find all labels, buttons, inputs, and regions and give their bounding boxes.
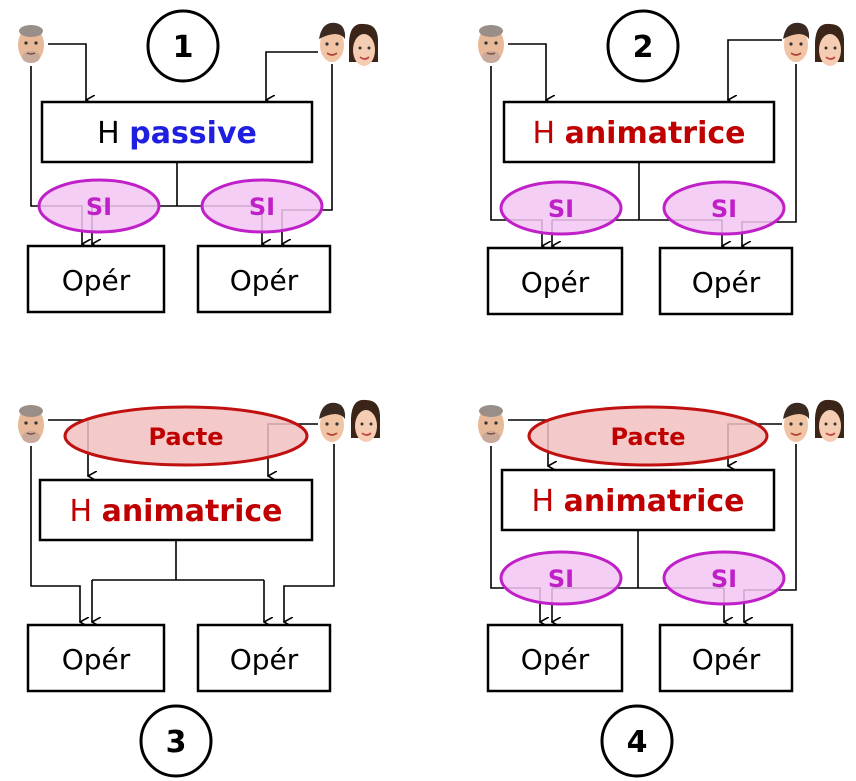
man-face-icon <box>477 24 505 64</box>
panel-number: 4 <box>627 725 648 760</box>
oper-label: Opér <box>230 643 299 676</box>
young-man-face-icon <box>318 22 346 63</box>
panel-number: 2 <box>633 30 654 65</box>
panel-number-badge: 1 <box>146 9 220 83</box>
panel-2: 2 H animatrice SI SI Opér Opér <box>477 9 845 316</box>
si-ellipse-left: SI <box>499 180 623 236</box>
oper-box-left <box>26 244 166 314</box>
si-label: SI <box>711 565 737 593</box>
oper-box-right <box>196 244 332 314</box>
woman-face-icon <box>348 23 379 67</box>
si-ellipse-right: SI <box>662 550 786 606</box>
si-label: SI <box>86 193 112 221</box>
woman-face-icon <box>350 399 381 443</box>
woman-face-icon <box>814 23 845 67</box>
panel-4: Pacte H animatrice SI SI Opér Opér 4 <box>477 399 845 778</box>
pacte-label: Pacte <box>610 423 685 451</box>
oper-label: Opér <box>230 264 299 297</box>
h-box-label: H animatrice <box>532 116 745 151</box>
oper-box-left <box>486 246 624 316</box>
panel-3: Pacte H animatrice Opér Opér 3 <box>17 399 381 778</box>
oper-box-right <box>658 246 794 316</box>
oper-label: Opér <box>521 643 590 676</box>
si-label: SI <box>711 195 737 223</box>
connector-arrow <box>508 43 546 100</box>
young-man-face-icon <box>782 401 810 443</box>
h-prefix: H <box>69 494 92 529</box>
si-label: SI <box>249 193 275 221</box>
pacte-ellipse: Pacte <box>63 405 309 467</box>
oper-label: Opér <box>521 266 590 299</box>
panel-1: 1 H passive SI SI Opér Op <box>17 9 379 314</box>
si-ellipse-left: SI <box>37 178 161 234</box>
connector-arrow <box>284 444 335 622</box>
si-ellipse-left: SI <box>499 550 623 606</box>
oper-label: Opér <box>692 266 761 299</box>
young-man-face-icon <box>318 401 346 443</box>
panel-number: 3 <box>166 725 187 760</box>
h-prefix: H <box>532 116 555 151</box>
h-word: animatrice <box>564 484 745 519</box>
connector-arrow <box>728 39 782 100</box>
man-face-icon <box>17 24 45 64</box>
oper-box-left <box>486 623 624 693</box>
h-box-label: H animatrice <box>69 494 282 529</box>
panel-number-badge: 4 <box>600 704 674 778</box>
h-box-label: H animatrice <box>531 484 744 519</box>
si-ellipse-right: SI <box>662 180 786 236</box>
h-box <box>38 478 314 542</box>
h-box <box>500 468 776 532</box>
si-label: SI <box>548 195 574 223</box>
man-face-icon <box>17 404 45 444</box>
pacte-label: Pacte <box>148 423 223 451</box>
oper-box-right <box>196 623 332 693</box>
si-ellipse-right: SI <box>200 178 324 234</box>
h-box <box>502 100 776 164</box>
young-man-face-icon <box>782 22 810 63</box>
si-label: SI <box>548 565 574 593</box>
connector-arrow <box>266 51 318 100</box>
connector-arrow <box>48 43 86 100</box>
oper-label: Opér <box>62 264 131 297</box>
oper-label: Opér <box>62 643 131 676</box>
connector-arrow <box>30 446 80 622</box>
panel-number: 1 <box>173 30 194 65</box>
h-word: animatrice <box>565 116 746 151</box>
oper-label: Opér <box>692 643 761 676</box>
h-box <box>40 100 314 164</box>
oper-box-left <box>26 623 166 693</box>
panel-number-badge: 2 <box>606 9 680 83</box>
man-face-icon <box>477 404 505 444</box>
connector-line <box>92 540 264 581</box>
panel-number-badge: 3 <box>139 704 213 778</box>
pacte-ellipse: Pacte <box>527 405 769 467</box>
h-word: passive <box>129 116 257 151</box>
h-word: animatrice <box>102 494 283 529</box>
oper-box-right <box>658 623 794 693</box>
woman-face-icon <box>814 399 845 443</box>
h-prefix: H <box>531 484 554 519</box>
h-box-label: H passive <box>97 116 257 151</box>
h-prefix: H <box>97 116 120 151</box>
